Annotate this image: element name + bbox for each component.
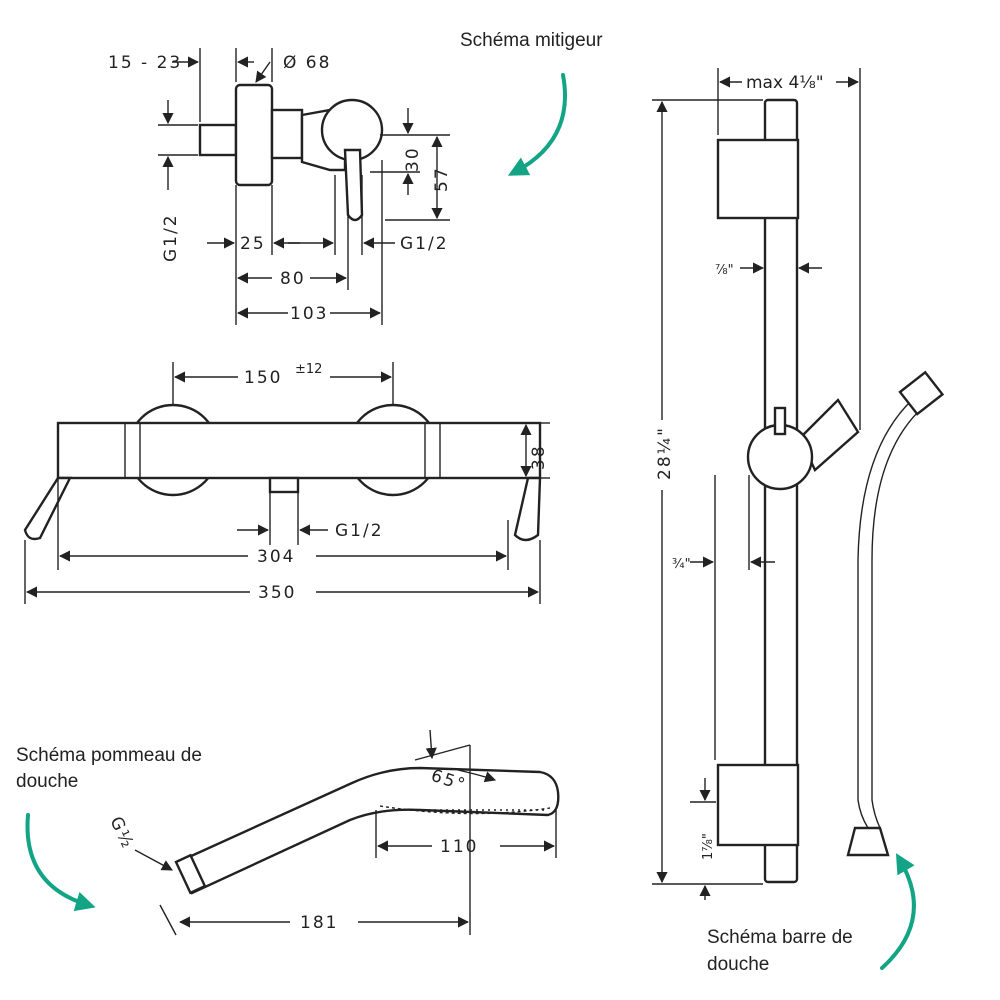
caption-bar-line1: Schéma barre de: [707, 927, 853, 948]
mixer-inlet-stub: [198, 123, 238, 157]
hose-bottom-cone: [846, 826, 890, 857]
dim-g-left: G1/2: [161, 213, 181, 262]
dim-150-tolerance: ±12: [295, 362, 322, 377]
handshower-thread: [174, 853, 207, 895]
caption-mixer: Schéma mitigeur: [460, 30, 603, 51]
dim-thermo-g: G1/2: [335, 521, 384, 541]
dim-150: 150: [244, 368, 282, 388]
dim-30: 30: [403, 146, 423, 172]
shower-bar-top-bracket: [716, 138, 800, 220]
dim-diameter: Ø 68: [283, 53, 331, 73]
thermostat-body: [56, 421, 542, 480]
dim-3-4: ¾": [672, 557, 691, 572]
arrow-bar: [880, 853, 916, 970]
mixer-wall-flange: [234, 83, 274, 187]
dim-80: 80: [280, 269, 306, 289]
dim-181: 181: [300, 913, 338, 933]
dim-max: max 4⅛": [746, 73, 824, 93]
arrow-handshower: [25, 813, 96, 912]
handshower-body: [176, 766, 560, 895]
shower-bar-bottom-bracket: [716, 763, 800, 847]
dim-57: 57: [432, 166, 452, 192]
handshower-diagram: 65° G½ 110 181: [105, 729, 560, 936]
mixer-nut: [270, 108, 304, 160]
thermostat-diagram: 150 ±12 38 G1/2 304 350: [23, 362, 550, 604]
mixer-lever: [343, 148, 364, 222]
shower-bar-diagram: max 4⅛" ⅞" 28¼" ¾" 1⅞": [652, 68, 945, 900]
shower-bar-slider-knob: [773, 406, 787, 436]
dim-350: 350: [258, 583, 296, 603]
thermostat-handle-right: [513, 476, 542, 542]
dim-28-1-4: 28¼": [655, 426, 675, 480]
dim-25: 25: [240, 234, 266, 254]
dim-g-right: G1/2: [400, 234, 449, 254]
dim-110: 110: [440, 837, 478, 857]
caption-handshower-line2: douche: [16, 771, 78, 792]
mixer-diagram: 15 - 23 Ø 68 G1/2 30 57 25 G1/2: [108, 48, 452, 325]
arrow-mixer: [507, 73, 567, 176]
shower-bar-rail: [763, 98, 799, 884]
caption-bar-line2: douche: [707, 954, 769, 975]
dim-7-8: ⅞": [715, 263, 734, 278]
dim-1-7-8: 1⅞": [701, 833, 716, 860]
hose-top-nut: [898, 370, 945, 416]
dim-15-23: 15 - 23: [108, 53, 182, 73]
dim-38: 38: [529, 444, 549, 470]
caption-handshower-line1: Schéma pommeau de: [16, 745, 202, 766]
dim-304: 304: [257, 547, 295, 567]
thermostat-outlet: [268, 476, 300, 494]
thermostat-handle-left: [23, 476, 72, 541]
dim-handshower-g: G½: [105, 814, 137, 853]
dim-103: 103: [290, 304, 328, 324]
